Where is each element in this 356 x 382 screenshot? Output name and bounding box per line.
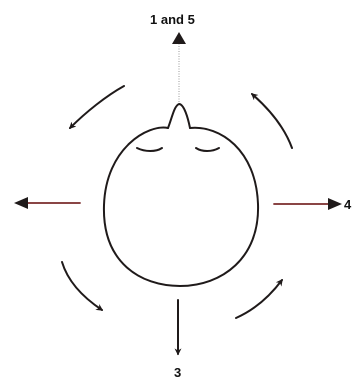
label-down: 3 — [174, 365, 181, 380]
curved-arrow-top-right — [252, 94, 292, 148]
right-eye — [196, 148, 219, 151]
arrow-right — [274, 198, 342, 210]
arrow-left — [14, 197, 80, 209]
nose-shape — [168, 104, 190, 128]
curved-arrow-bottom-left — [62, 262, 102, 310]
curved-arrow-top-left — [70, 86, 124, 128]
label-up: 1 and 5 — [150, 12, 195, 27]
left-eye — [137, 148, 162, 151]
head-outline — [104, 104, 258, 286]
curved-arrow-bottom-right — [236, 280, 282, 318]
label-right: 4 — [344, 197, 352, 212]
arrow-up — [172, 32, 186, 102]
